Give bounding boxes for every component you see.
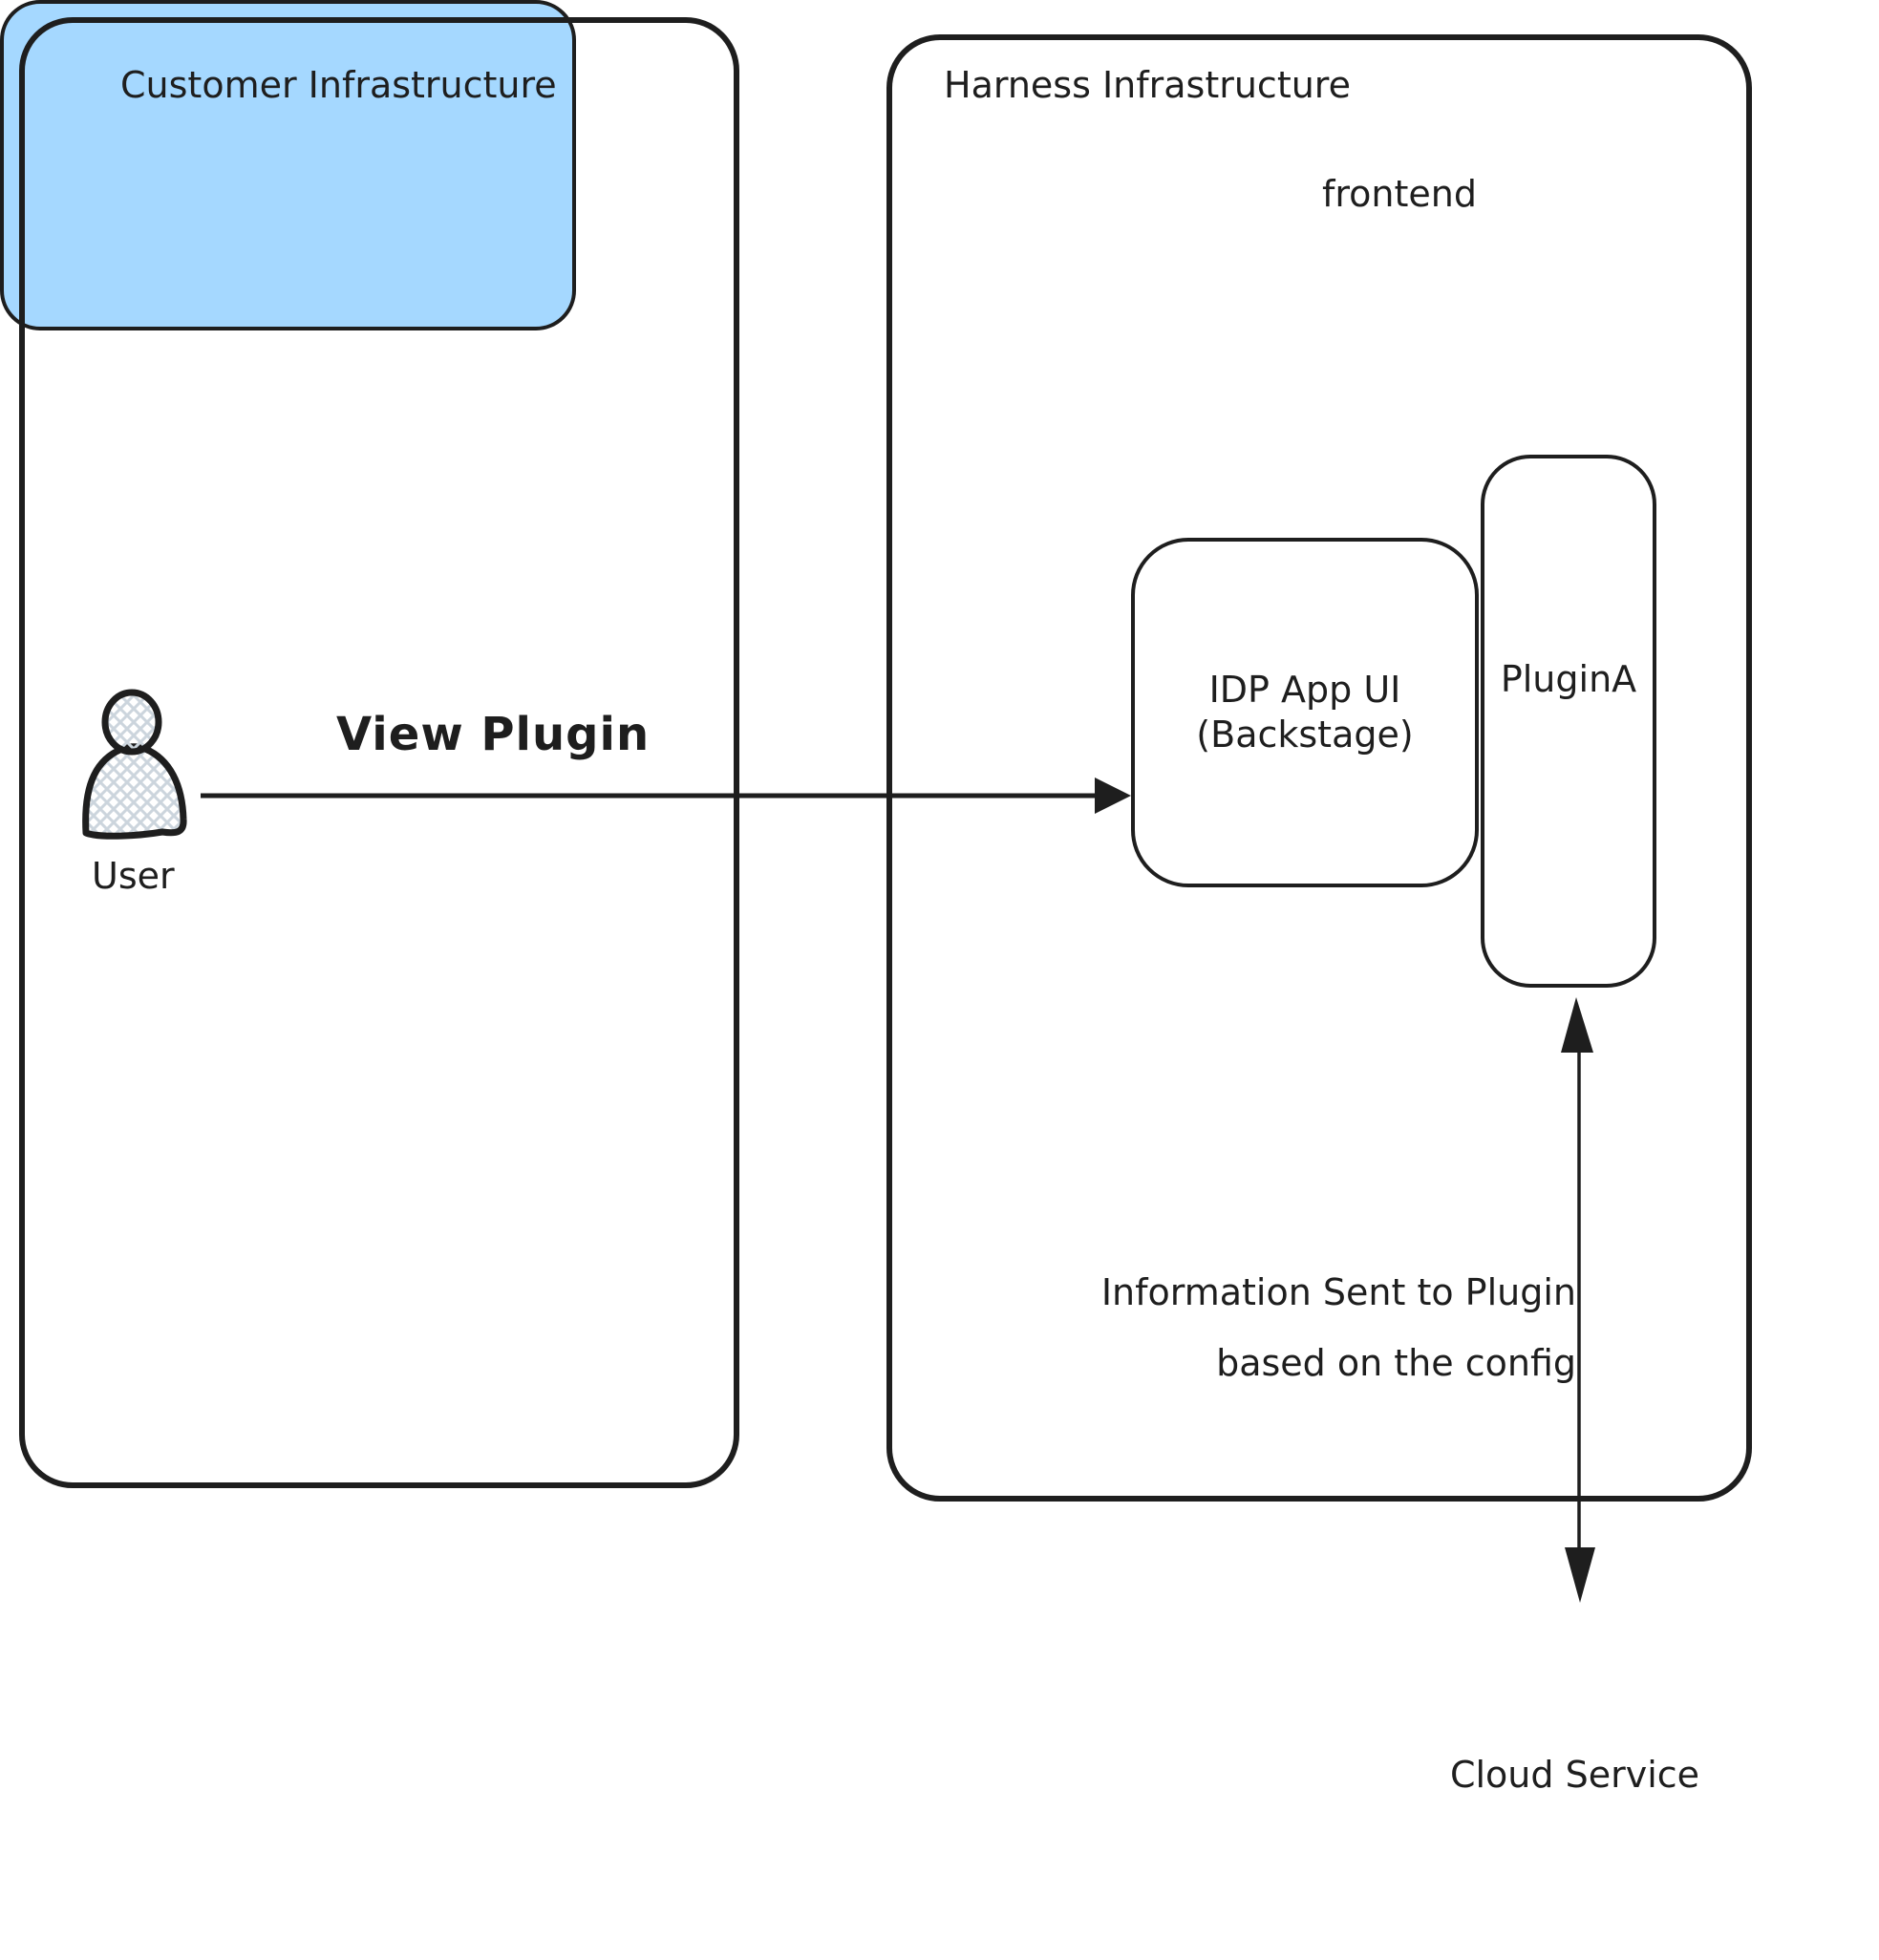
idp-app-ui-line1: IDP App UI — [1208, 668, 1401, 711]
info-arrow-label-line1: Information Sent to Plugin — [1100, 1271, 1576, 1313]
info-arrow-label-line2: based on the config — [1216, 1342, 1576, 1384]
plugin-a-label: PluginA — [1500, 658, 1637, 701]
view-plugin-arrow-label: View Plugin — [336, 708, 651, 761]
harness-infrastructure-title: Harness Infrastructure — [944, 64, 1351, 106]
idp-app-ui-line2: (Backstage) — [1196, 714, 1414, 756]
idp-app-ui-box — [1131, 538, 1479, 887]
cloud-service-box — [0, 0, 576, 330]
plugin-a-label-wrap: PluginA — [1484, 455, 1653, 988]
user-label: User — [92, 855, 175, 897]
frontend-label: frontend — [1322, 173, 1477, 215]
customer-infrastructure-title: Customer Infrastructure — [120, 64, 557, 106]
idp-app-ui-label: IDP App UI (Backstage) — [1135, 542, 1475, 884]
customer-infrastructure-box — [19, 17, 739, 1488]
cloud-service-label-wrap: Cloud Service — [1291, 1610, 1859, 1941]
info-arrow-label: Information Sent to Plugin based on the … — [1101, 1257, 1576, 1398]
cloud-service-label: Cloud Service — [1449, 1754, 1700, 1797]
plugin-a-box — [1481, 455, 1656, 988]
harness-infrastructure-box — [886, 34, 1752, 1502]
